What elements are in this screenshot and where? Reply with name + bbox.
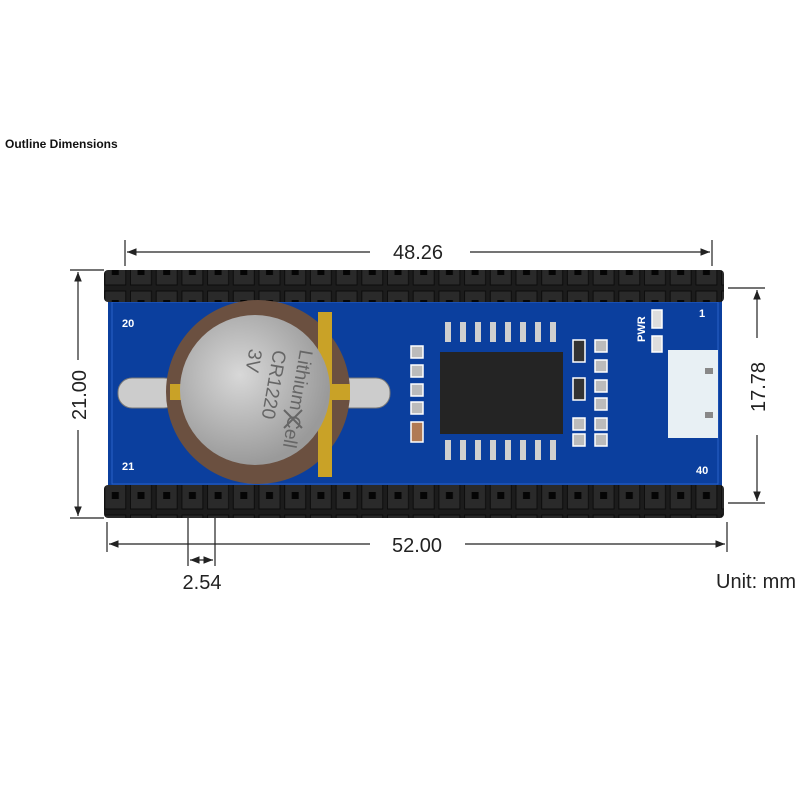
dimension-left-height: 21.00 bbox=[69, 370, 91, 420]
pin-label-40: 40 bbox=[696, 465, 708, 477]
coin-cell-battery bbox=[180, 315, 330, 465]
diagram-title: Outline Dimensions bbox=[5, 137, 118, 151]
connector-socket bbox=[668, 350, 718, 438]
top-pin-header bbox=[104, 270, 724, 302]
dimension-pin-pitch: 2.54 bbox=[183, 572, 222, 594]
dimension-top-width: 48.26 bbox=[393, 242, 443, 264]
bottom-pin-header bbox=[104, 485, 724, 518]
dimension-right-height: 17.78 bbox=[748, 362, 770, 412]
battery-label-line3: 3V bbox=[240, 347, 265, 374]
unit-label: Unit: mm bbox=[716, 571, 796, 593]
smd-components bbox=[410, 309, 663, 447]
pin-label-21: 21 bbox=[122, 461, 134, 473]
pin-label-20: 20 bbox=[122, 318, 134, 330]
pin-label-1: 1 bbox=[699, 308, 705, 320]
dimension-total-width: 52.00 bbox=[392, 535, 442, 557]
plus-sign-icon bbox=[283, 409, 303, 429]
pwr-label: PWR bbox=[636, 316, 648, 342]
rtc-chip bbox=[440, 322, 563, 460]
